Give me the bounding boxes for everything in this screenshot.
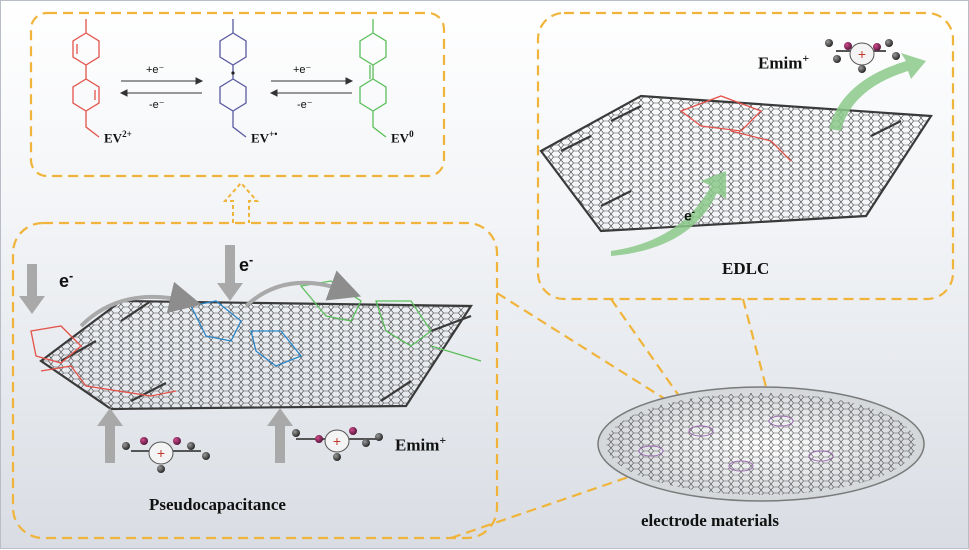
pseudo-caption: Pseudocapacitance <box>149 495 286 514</box>
pseudo-emim-cation-icon-2: + <box>292 427 383 461</box>
svg-text:+: + <box>858 46 866 62</box>
redox-arrows <box>119 77 354 97</box>
edlc-emim-cation-icon: + <box>825 39 900 73</box>
pseudo-emim-label: Emim+ <box>395 433 447 455</box>
ev0-label: EV0 <box>391 129 414 146</box>
svg-text:+: + <box>157 445 165 461</box>
redox-panel-border <box>29 11 446 178</box>
edlc-graphene-sheet <box>539 94 933 233</box>
pseudo-electron-label-1: e- <box>59 269 74 291</box>
viologen-ev2-molecule <box>72 19 100 138</box>
pseudo-grey-arrows <box>19 245 293 463</box>
step1-reverse-label: -e⁻ <box>149 99 165 111</box>
evr-label: EV+• <box>251 129 278 146</box>
pseudo-electron-label-2: e- <box>239 253 254 275</box>
electrode-caption: electrode materials <box>641 511 779 530</box>
zoom-line-1 <box>496 292 677 407</box>
ev2-label: EV2+ <box>104 129 132 146</box>
zoom-line-4 <box>610 298 692 414</box>
edlc-green-arrows <box>611 53 926 256</box>
electrode-disk-icon <box>597 386 925 502</box>
zoom-line-3 <box>741 298 773 407</box>
viologen-ev0-molecule <box>359 19 387 138</box>
edlc-panel-border <box>536 11 955 301</box>
step2-forward-label: +e⁻ <box>293 64 312 76</box>
viologen-evr-molecule <box>219 19 247 138</box>
pseudo-panel-border <box>11 221 499 540</box>
step1-forward-label: +e⁻ <box>146 64 165 76</box>
hollow-up-arrow-icon <box>222 181 260 223</box>
zoom-line-2 <box>450 469 647 540</box>
edlc-caption: EDLC <box>722 259 770 278</box>
panel-borders <box>11 11 955 540</box>
svg-text:+: + <box>333 433 341 449</box>
edlc-electron-label: e- <box>684 207 696 224</box>
pseudo-transfer-curves <box>79 270 362 328</box>
edlc-emim-label: Emim+ <box>758 51 810 73</box>
step2-reverse-label: -e⁻ <box>297 99 313 111</box>
pseudo-emim-cation-icon-1: + <box>122 437 210 473</box>
pseudo-graphene-sheet <box>30 280 482 411</box>
